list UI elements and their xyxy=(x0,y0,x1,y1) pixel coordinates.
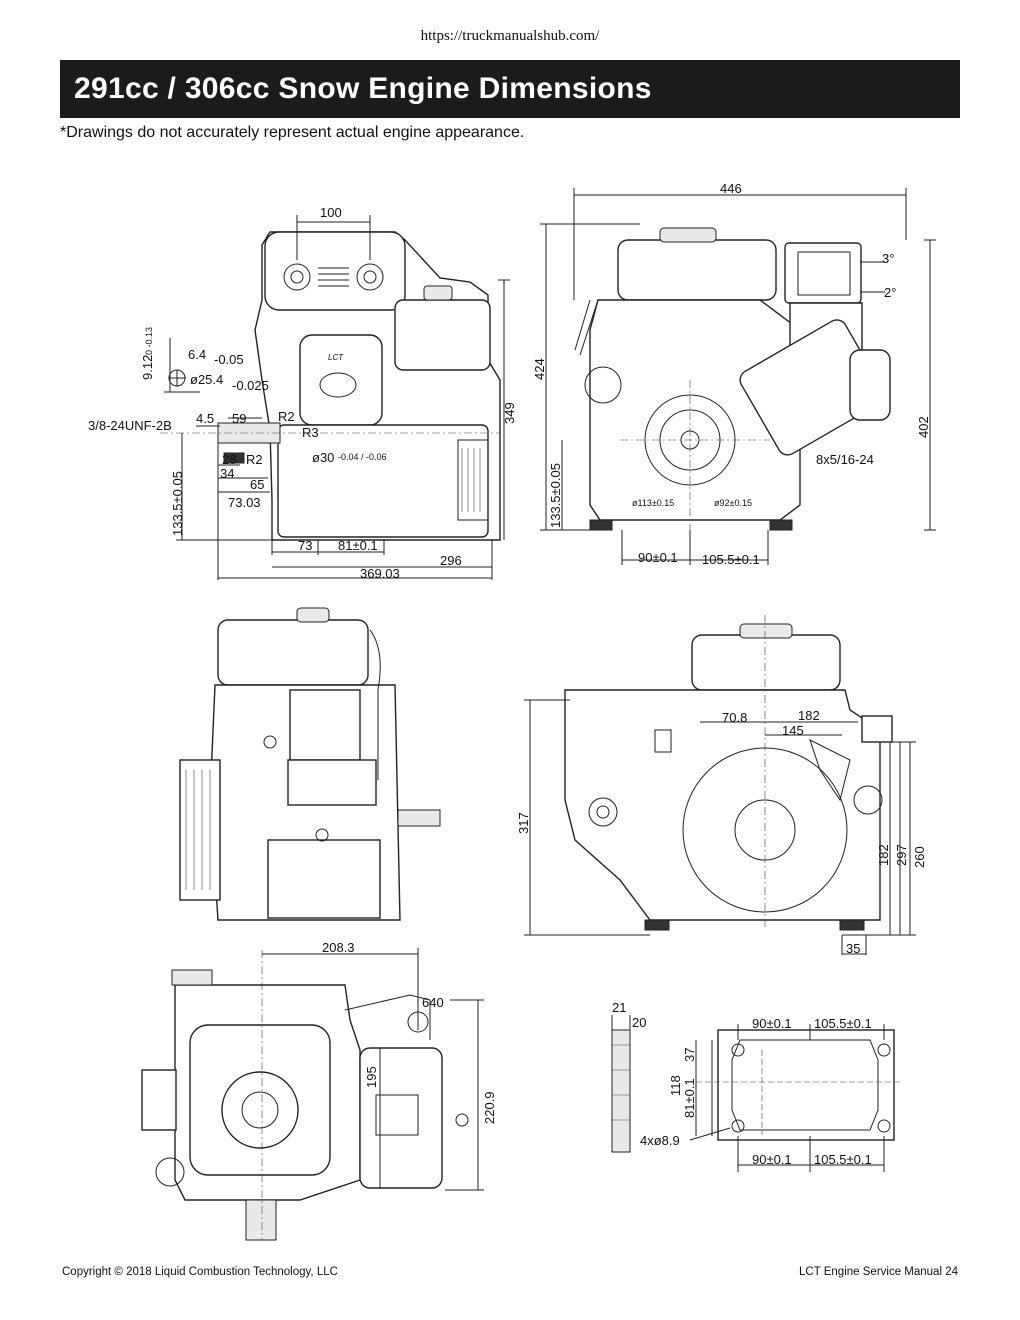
dim-446: 446 xyxy=(720,181,742,196)
dim-81-base: 81±0.1 xyxy=(682,1078,697,1118)
dim-402: 402 xyxy=(916,416,931,438)
dim-296: 296 xyxy=(440,553,462,568)
dim-640: 640 xyxy=(422,995,444,1010)
dim-81: 81±0.1 xyxy=(338,538,378,553)
dim-21: 21 xyxy=(612,1000,626,1015)
dim-70-8: 70.8 xyxy=(722,710,747,725)
dim-65: 65 xyxy=(250,477,264,492)
dim-34: 34 xyxy=(220,466,234,481)
disclaimer-note: *Drawings do not accurately represent ac… xyxy=(60,124,525,141)
dim-100: 100 xyxy=(320,205,342,220)
dim-349: 349 xyxy=(502,402,517,424)
source-url[interactable]: https://truckmanualshub.com/ xyxy=(420,28,600,44)
dim-369-03: 369.03 xyxy=(360,566,400,581)
dim-25-4: ø25.4 xyxy=(190,372,223,387)
dim-90-b: 90±0.1 xyxy=(752,1152,792,1167)
dim-r3: R3 xyxy=(302,425,319,440)
dim-182-b: 182 xyxy=(876,844,891,866)
dim-2deg: 2° xyxy=(884,285,896,300)
dim-105-5: 105.5±0.1 xyxy=(702,552,760,567)
dim-r2-b: R2 xyxy=(246,452,263,467)
dim-133-5-front: 133.5±0.05 xyxy=(548,463,563,528)
dim-holes: 4xø8.9 xyxy=(640,1133,680,1148)
dim-297: 297 xyxy=(894,844,909,866)
dim-37: 37 xyxy=(682,1048,697,1062)
dim-133-5: 133.5±0.05 xyxy=(170,471,185,536)
side-view-drawing: LCT 100 9.12 0 -0.13 6.4 -0.05 ø25.4 -0.… xyxy=(88,205,517,581)
dim-3deg: 3° xyxy=(882,251,894,266)
dim-90: 90±0.1 xyxy=(638,550,678,565)
dim-9-12: 9.12 xyxy=(140,355,155,380)
dim-424: 424 xyxy=(532,358,547,380)
svg-text:LCT: LCT xyxy=(328,353,344,362)
dim-73: 73 xyxy=(298,538,312,553)
dim-6-4-tol: -0.05 xyxy=(214,352,244,367)
base-view-drawing: 21 20 90±0.1 105.5±0.1 37 118 81±0.1 4xø… xyxy=(611,1000,900,1172)
dim-118: 118 xyxy=(668,1075,683,1096)
page-number: LCT Engine Service Manual 24 xyxy=(799,1266,958,1278)
dim-182-a: 182 xyxy=(798,708,820,723)
copyright-text: Copyright © 2018 Liquid Combustion Techn… xyxy=(62,1266,338,1278)
dim-bolt: 8x5/16-24 xyxy=(816,452,874,467)
dim-208-3: 208.3 xyxy=(322,940,355,955)
dim-28: 28 xyxy=(222,452,236,467)
dim-35: 35 xyxy=(846,941,860,956)
dim-r2-a: R2 xyxy=(278,409,295,424)
dim-113: ø113±0.15 xyxy=(632,498,674,508)
dim-195: 195 xyxy=(364,1066,379,1088)
front-view-drawing: 446 424 3° 2° 402 8x5/16-24 133.5±0.05 ø… xyxy=(532,181,936,567)
dim-220-9: 220.9 xyxy=(482,1091,497,1124)
dim-92: ø92±0.15 xyxy=(714,498,752,508)
dim-73-03: 73.03 xyxy=(228,495,261,510)
dim-6-4: 6.4 xyxy=(188,347,206,362)
dim-317: 317 xyxy=(516,812,531,834)
dim-90-a: 90±0.1 xyxy=(752,1016,792,1031)
dim-20: 20 xyxy=(632,1015,646,1030)
dim-105-5-b: 105.5±0.1 xyxy=(814,1152,872,1167)
dim-145: 145 xyxy=(782,723,804,738)
page-title: 291cc / 306cc Snow Engine Dimensions xyxy=(74,72,652,105)
title-banner: 291cc / 306cc Snow Engine Dimensions xyxy=(60,60,960,118)
left-side-view-drawing xyxy=(179,607,441,921)
dim-25-4-tol: -0.025 xyxy=(232,378,269,393)
dim-9-12-tol: 0 -0.13 xyxy=(144,327,154,355)
dim-105-5-a: 105.5±0.1 xyxy=(814,1016,872,1031)
dim-4-5: 4.5 xyxy=(196,411,214,426)
rear-view-drawing: 70.8 182 145 317 182 297 260 35 xyxy=(516,615,927,956)
dim-30: ø30 xyxy=(312,450,334,465)
dim-30-tol: -0.04 / -0.06 xyxy=(338,452,387,462)
dim-thread: 3/8-24UNF-2B xyxy=(88,418,172,433)
dim-59: 59 xyxy=(232,411,246,426)
dim-260: 260 xyxy=(912,846,927,868)
top-view-drawing: 208.3 640 195 220.9 xyxy=(141,940,497,1241)
